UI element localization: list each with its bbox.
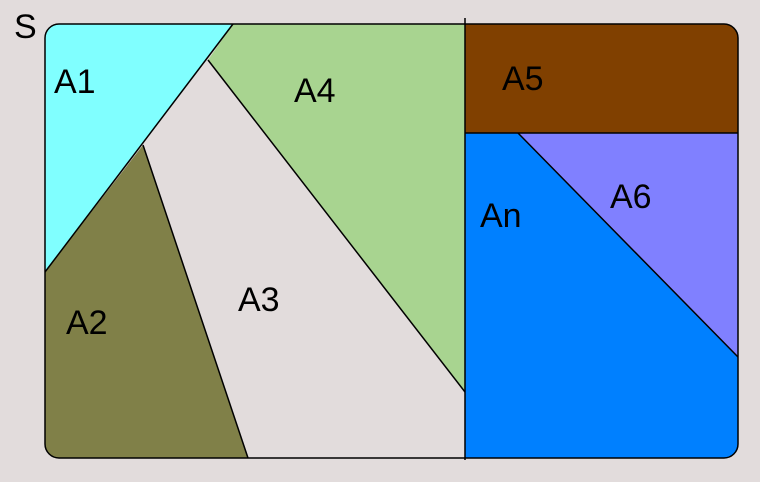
set-label-s: S [14,8,37,46]
label-a5: A5 [502,60,544,98]
sample-space-outline [44,23,739,459]
label-a2: A2 [66,304,108,342]
divider-a1-a2 [44,23,234,273]
region-a4 [208,24,465,392]
sample-space-regions [45,24,738,458]
divider-a2-a3 [142,144,249,459]
divider-lines [44,18,739,460]
label-a3: A3 [238,281,280,319]
label-a4: A4 [294,72,336,110]
label-a1: A1 [54,63,96,101]
divider-a3-a4 [207,59,466,393]
label-an: An [480,197,522,235]
divider-a6-an [517,132,739,358]
region-a5 [465,24,738,133]
region-a2 [45,145,248,458]
label-a6: A6 [610,178,652,216]
